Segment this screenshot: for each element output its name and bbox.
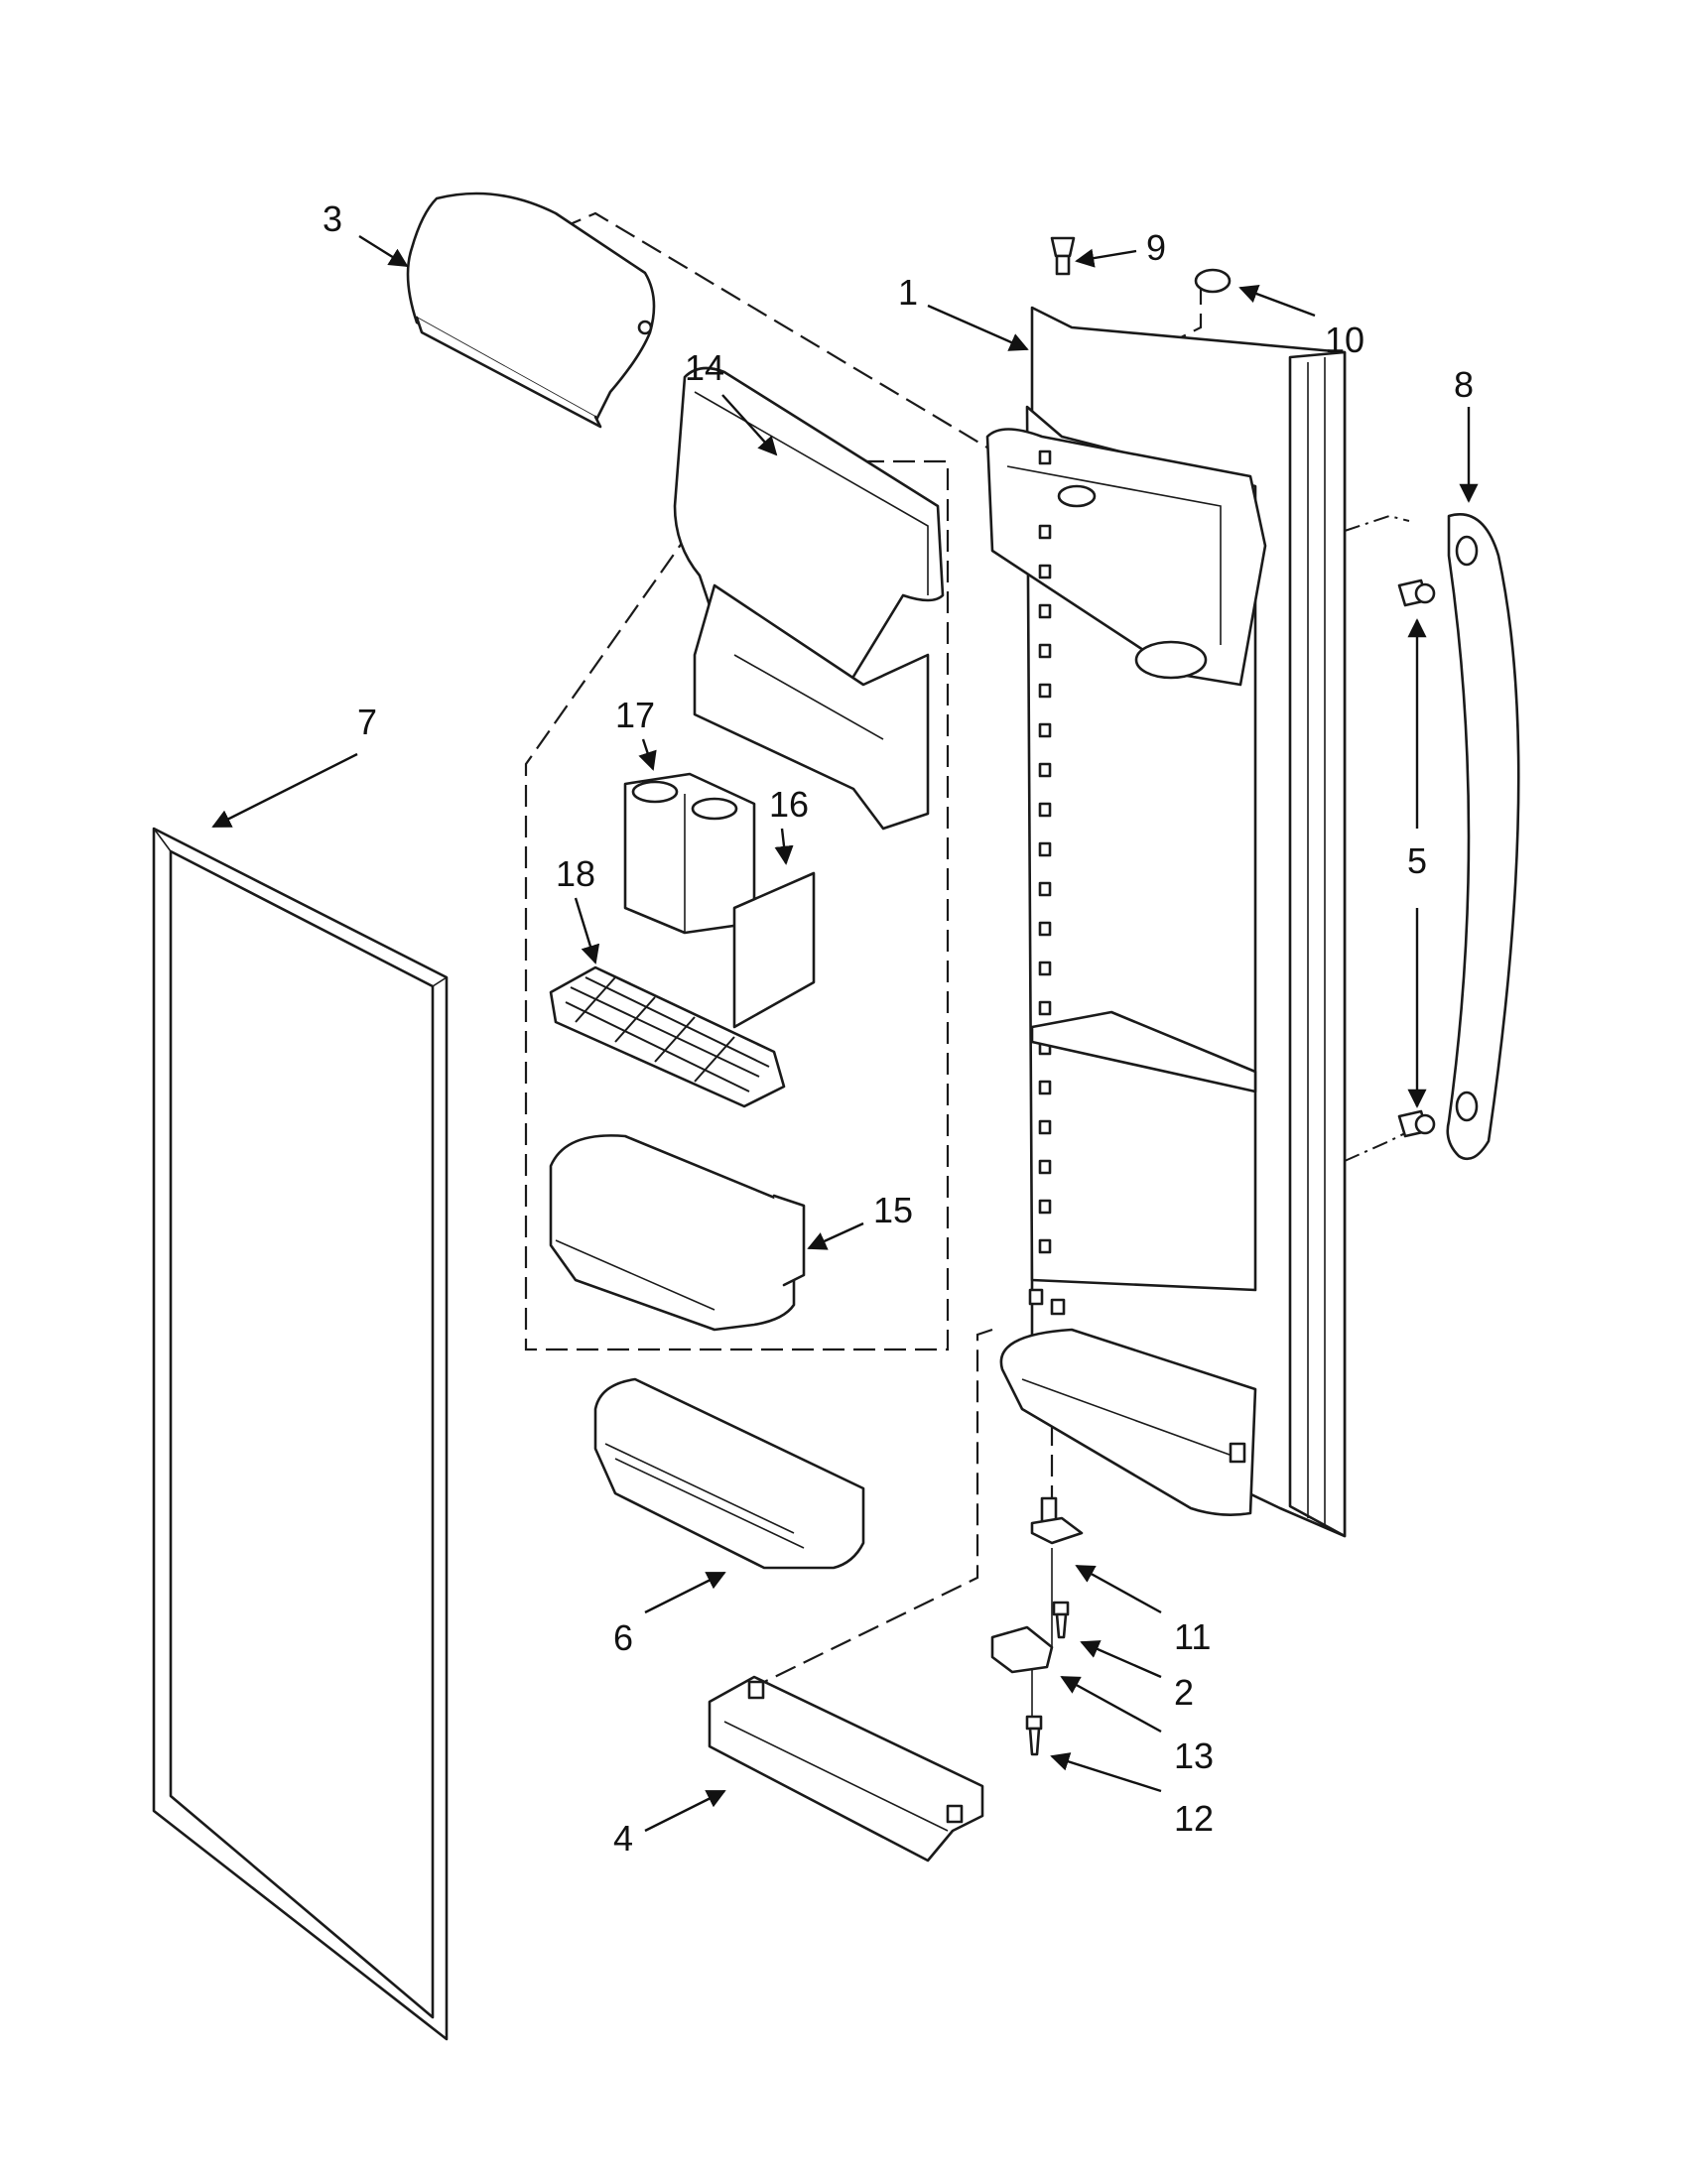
- handle-mounting-stud-bottom: [1397, 1109, 1436, 1138]
- handle-mounting-stud-top: [1397, 578, 1436, 607]
- drip-grille: [549, 965, 786, 1108]
- callout-17: 17: [615, 695, 655, 735]
- ice-bucket: [623, 772, 756, 935]
- door-handle: [1446, 513, 1520, 1161]
- callout-16: 16: [769, 784, 809, 825]
- drip-grille-mesh: [565, 976, 770, 1092]
- callout-6: 6: [613, 1617, 633, 1658]
- callout-3: 3: [323, 198, 342, 239]
- hole-plug: [1050, 236, 1076, 276]
- ice-bin-housing: [673, 366, 945, 831]
- screw: [1052, 1601, 1070, 1639]
- dispenser-cover: [406, 192, 656, 429]
- callout-12: 12: [1174, 1798, 1214, 1839]
- drip-tray: [549, 1134, 806, 1332]
- hinge-screw: [1025, 1715, 1043, 1756]
- callout-2: 2: [1174, 1672, 1194, 1713]
- callout-9: 9: [1146, 227, 1166, 268]
- callout-5: 5: [1407, 840, 1427, 881]
- panel-insert: [732, 871, 816, 1029]
- bottom-door-bin: [708, 1675, 984, 1863]
- cap: [1194, 268, 1232, 294]
- callout-13: 13: [1174, 1735, 1214, 1776]
- callout-8: 8: [1454, 364, 1474, 405]
- callout-14: 14: [685, 347, 724, 388]
- callout-4: 4: [613, 1818, 633, 1859]
- hinge-bracket: [990, 1625, 1054, 1674]
- door-rail-ribs: [1038, 450, 1052, 1254]
- refrigerator-door: [985, 306, 1347, 1538]
- callout-7: 7: [357, 702, 377, 742]
- callout-11: 11: [1174, 1616, 1211, 1657]
- callout-labels: 1 2 3 4 5 6 7 8 9 10 11 12 13 14 15 16 1…: [323, 198, 1474, 1859]
- callout-18: 18: [556, 853, 595, 894]
- hinge-pin: [1030, 1496, 1084, 1545]
- assembly-14-dashed-boundary: [524, 459, 950, 1351]
- callout-1: 1: [898, 272, 918, 313]
- door-bin: [593, 1377, 865, 1570]
- callout-15: 15: [873, 1190, 913, 1230]
- leader-arrows: [211, 234, 1479, 1833]
- door-gasket: [152, 827, 449, 2041]
- callout-10: 10: [1325, 320, 1364, 360]
